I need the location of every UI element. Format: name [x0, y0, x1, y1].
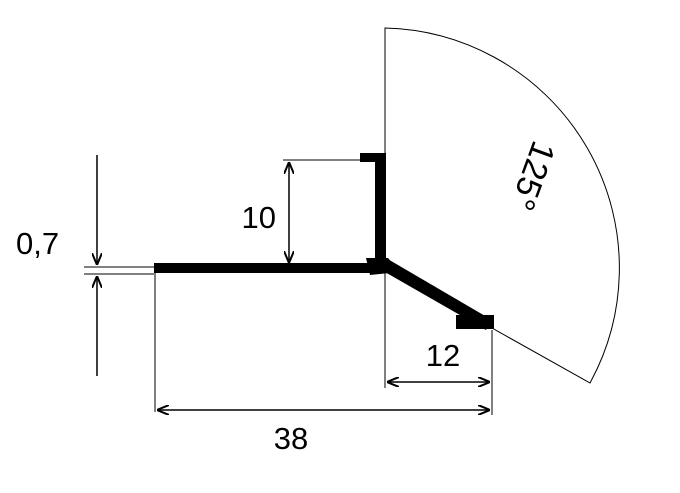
- profile-vertical-lip: [360, 153, 386, 162]
- profile-joint: [366, 258, 400, 275]
- profile-base-flange: [154, 263, 386, 273]
- extension-lines: [84, 159, 493, 415]
- profile-angled-leg: [378, 258, 492, 330]
- dim-flange-height-label: 10: [242, 200, 276, 235]
- profile-angled-lip: [456, 315, 494, 329]
- dim-base-width-label: 38: [274, 421, 308, 456]
- profile-vertical-flange: [375, 153, 386, 271]
- dim-leg-width-label: 12: [426, 338, 460, 373]
- angle-sector: [384, 27, 620, 384]
- angle-label: 125°: [502, 136, 562, 215]
- dim-thickness-label: 0,7: [16, 226, 59, 261]
- profile-shape: [154, 153, 494, 330]
